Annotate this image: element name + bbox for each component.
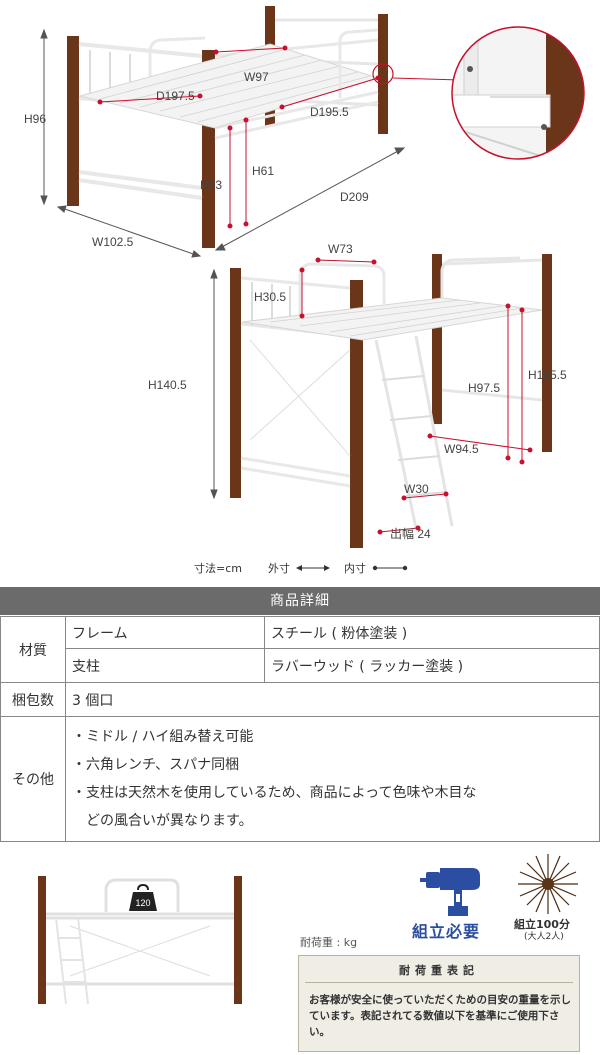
dim-d209: D209 bbox=[340, 190, 369, 204]
notice-divider bbox=[305, 982, 573, 983]
frame-value: スチール ( 粉体塗装 ) bbox=[264, 616, 600, 649]
outer-dim-label: 外寸 bbox=[268, 562, 290, 575]
load-notice-body: お客様が安全に使っていただくための目安の重量を示しています。表記されてる数値以下… bbox=[309, 994, 571, 1038]
dim-h97-5: H97.5 bbox=[468, 381, 501, 395]
inner-dim-label: 内寸 bbox=[344, 562, 366, 575]
dim-h30-5: H30.5 bbox=[254, 290, 287, 304]
dim-h96: H96 bbox=[24, 112, 47, 126]
other-label: その他 bbox=[0, 716, 66, 842]
spec-table: 材質 フレーム スチール ( 粉体塗装 ) 支柱 ラバーウッド ( ラッカー塗装… bbox=[0, 616, 600, 842]
note-item: ・支柱は天然木を使用しているため、商品によって色味や木目な bbox=[72, 785, 477, 801]
load-weight-value: 120 bbox=[135, 898, 151, 908]
post-label: 支柱 bbox=[65, 648, 265, 683]
dimension-unit-note: 寸法=cm bbox=[194, 562, 242, 575]
note-item: ・ミドル / ハイ組み替え可能 bbox=[72, 729, 254, 745]
inner-dim-dot-icon bbox=[372, 565, 408, 571]
load-notice-title: 耐荷重表記 bbox=[399, 964, 479, 977]
dim-h140-5: H140.5 bbox=[148, 378, 187, 392]
spec-title: 商品詳細 bbox=[0, 587, 600, 615]
dim-w102-5: W102.5 bbox=[92, 235, 134, 249]
package-label: 梱包数 bbox=[0, 682, 66, 717]
assembly-people-label: (大人2人) bbox=[524, 932, 564, 942]
high-bed-diagram bbox=[210, 254, 552, 548]
post-value: ラバーウッド ( ラッカー塗装 ) bbox=[264, 648, 600, 683]
dim-d197-5: D197.5 bbox=[156, 89, 195, 103]
dim-w94-5: W94.5 bbox=[444, 442, 479, 456]
dim-d195-5: D195.5 bbox=[310, 105, 349, 119]
note-item: ・六角レンチ、スパナ同梱 bbox=[72, 757, 240, 773]
note-item: どの風合いが異なります。 bbox=[72, 813, 253, 829]
material-label: 材質 bbox=[0, 616, 66, 683]
other-notes: ・ミドル / ハイ組み替え可能 ・六角レンチ、スパナ同梱 ・支柱は天然木を使用し… bbox=[65, 716, 600, 842]
load-notice-box: 耐荷重表記 お客様が安全に使っていただくための目安の重量を示しています。表記され… bbox=[298, 955, 580, 1052]
frame-label: フレーム bbox=[65, 616, 265, 649]
dim-w73: W73 bbox=[328, 242, 353, 256]
dim-w97: W97 bbox=[244, 70, 269, 84]
load-bed-illustration bbox=[38, 876, 242, 1005]
dim-w30: W30 bbox=[404, 482, 429, 496]
assembly-time-label: 組立100分 bbox=[514, 918, 570, 931]
joint-detail-zoom bbox=[451, 26, 585, 160]
dim-h53: H53 bbox=[200, 178, 223, 192]
drill-icon bbox=[420, 868, 480, 916]
assembly-time-icon bbox=[518, 854, 578, 914]
dim-h105-5: H105.5 bbox=[528, 368, 567, 382]
outer-dim-arrow-icon bbox=[296, 565, 330, 571]
load-label: 耐荷重 : kg bbox=[300, 936, 358, 949]
package-value: 3 個口 bbox=[65, 682, 600, 717]
assembly-required-label: 組立必要 bbox=[412, 922, 481, 941]
dim-depth24: 出幅 24 bbox=[390, 527, 431, 541]
weight-icon bbox=[129, 884, 157, 911]
dim-h61: H61 bbox=[252, 164, 275, 178]
middle-bed-diagram bbox=[40, 6, 461, 258]
